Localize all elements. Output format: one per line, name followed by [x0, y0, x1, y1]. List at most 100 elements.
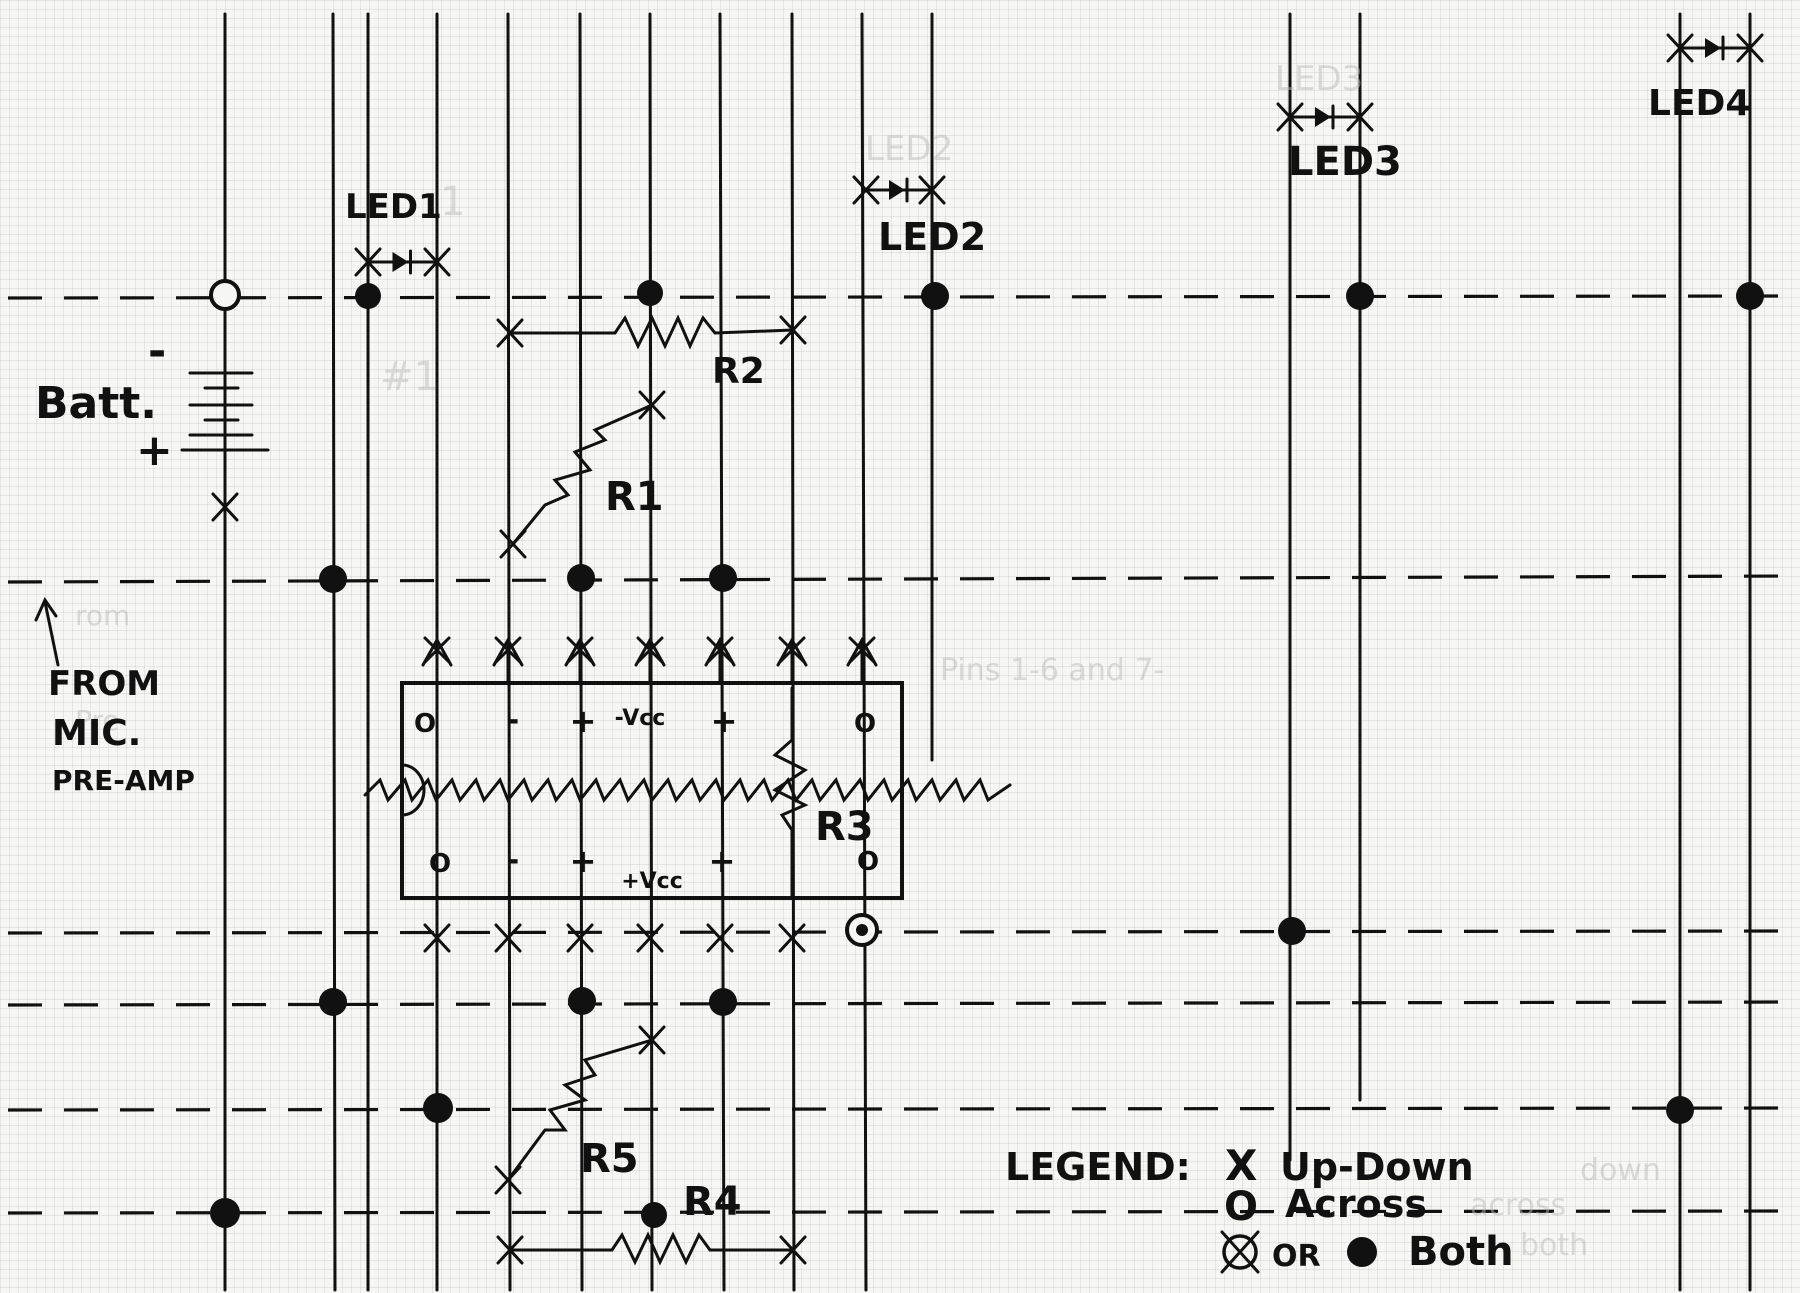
- connection-dot: [423, 1093, 453, 1123]
- resistor-r4: [508, 1231, 795, 1266]
- connection-dot: [1278, 917, 1306, 945]
- legend-x-circle-icon: [1220, 1230, 1260, 1274]
- x-mark-icon: [706, 923, 734, 953]
- label-preamp: PRE-AMP: [52, 764, 195, 797]
- resistor-r5: [506, 1038, 654, 1182]
- pin-arrow-icon: [776, 636, 808, 685]
- connection-dot: [921, 282, 949, 310]
- legend-both: Both: [1408, 1229, 1514, 1275]
- label-r1: R1: [605, 474, 664, 520]
- legend-o-symbol: O: [1224, 1184, 1258, 1230]
- connection-dot: [709, 564, 737, 592]
- label-mic: MIC.: [52, 713, 141, 754]
- resistor-r1: [511, 403, 654, 546]
- label-from: FROM: [48, 664, 160, 704]
- x-mark-icon: [566, 923, 594, 953]
- chip-top-pin-1: O: [414, 709, 436, 739]
- connection-dot: [1346, 282, 1374, 310]
- connection-dot: [1666, 1096, 1694, 1124]
- label-led1: LED1: [345, 187, 442, 227]
- x-mark-icon: [638, 1025, 666, 1055]
- both-connections: [210, 280, 1764, 1228]
- horizontal-wires: [7, 294, 1800, 1215]
- legend-both-dot: [1347, 1237, 1377, 1267]
- x-mark-icon: [496, 1235, 524, 1265]
- r3-wiper: [772, 686, 809, 900]
- x-mark-icon: [494, 1165, 522, 1195]
- label-r2: R2: [712, 351, 765, 392]
- led-icon: [366, 249, 439, 275]
- ic-chip: [400, 681, 904, 900]
- erased-text: rom: [75, 599, 130, 632]
- erased-text: 1: [440, 179, 465, 225]
- battery-plus: +: [136, 425, 173, 476]
- chip-bottom-pin-7: O: [857, 847, 879, 877]
- erased-text: Pre: [75, 704, 120, 737]
- erased-text: #1: [380, 354, 439, 400]
- x-mark-icon: [779, 1235, 807, 1265]
- resistor-r2: [508, 314, 795, 350]
- chip-bottom-pin-5: +: [709, 842, 736, 880]
- wire-h: [7, 929, 1800, 935]
- label-r3: R3: [815, 804, 874, 850]
- battery-symbol: [180, 371, 270, 452]
- connection-dot: [210, 1198, 240, 1228]
- x-mark-icon: [779, 315, 807, 345]
- erased-text: LED2: [865, 129, 953, 169]
- wire-h: [7, 574, 1800, 584]
- connection-dot: [355, 283, 381, 309]
- across-connections: [209, 279, 879, 947]
- connection-dot: [637, 280, 663, 306]
- legend-title: LEGEND:: [1005, 1145, 1191, 1189]
- connection-dot: [568, 987, 596, 1015]
- chip-top-pin-7: O: [854, 709, 876, 739]
- connection-dot: [567, 564, 595, 592]
- connection-dot: [641, 1202, 667, 1228]
- connection-dot: [319, 565, 347, 593]
- led-icon: [1288, 104, 1362, 130]
- pin-arrow-icon: [846, 636, 878, 685]
- pin-arrow-icon: [421, 636, 453, 685]
- x-mark-icon: [499, 529, 527, 559]
- erased-marks: LED3 LED2 1 #1 Pins 1-6 and 7- down acro…: [75, 59, 1661, 1263]
- connection-circle-inner: [856, 924, 868, 936]
- legend-or: OR: [1272, 1239, 1321, 1274]
- chip-top-pin-5: +: [711, 702, 738, 740]
- connection-dot: [1736, 282, 1764, 310]
- label-led3: LED3: [1288, 139, 1402, 185]
- label-led2: LED2: [878, 215, 986, 259]
- connection-circle: [209, 279, 241, 311]
- erased-text: across: [1470, 1188, 1566, 1223]
- chip-bottom-pin-1: O: [429, 849, 451, 879]
- wire-h: [7, 1106, 1800, 1112]
- legend-across: Across: [1285, 1182, 1427, 1226]
- led-icon: [1678, 35, 1752, 61]
- erased-text: down: [1580, 1153, 1661, 1188]
- connection-dot: [709, 988, 737, 1016]
- led-icon: [864, 177, 934, 203]
- connection-dot: [319, 988, 347, 1016]
- wire-v: [331, 12, 337, 1292]
- x-mark-icon: [494, 923, 522, 953]
- label-r4: R4: [683, 1179, 742, 1225]
- chip-bottom-pin-4: +Vcc: [621, 869, 683, 894]
- x-mark-icon: [211, 492, 239, 522]
- arrow-up-icon: [34, 596, 60, 667]
- x-mark-icon: [496, 318, 524, 348]
- chip-top-pin-2: -: [507, 703, 519, 738]
- led-symbols: [366, 35, 1752, 275]
- pin-arrow-icon: [634, 636, 666, 685]
- erased-text: Pins 1-6 and 7-: [940, 653, 1164, 688]
- wire-h: [7, 294, 1800, 300]
- x-mark-icon: [423, 923, 451, 953]
- erased-text: LED3: [1275, 59, 1363, 99]
- pin-arrow-icon: [492, 636, 524, 685]
- x-mark-icon: [638, 390, 666, 420]
- chip-pin-arrows: [421, 636, 878, 685]
- battery-minus: -: [148, 326, 166, 377]
- legend-x-symbol: X: [1225, 1141, 1257, 1190]
- chip-notch: [400, 763, 426, 817]
- resistor-r3-zigzag: [363, 777, 1012, 804]
